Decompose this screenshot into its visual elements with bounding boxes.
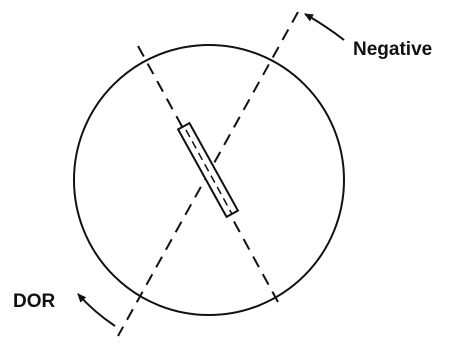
outer-circle bbox=[73, 44, 345, 316]
dor-arrow bbox=[77, 293, 116, 327]
negative-label: Negative bbox=[353, 39, 432, 60]
negative-arrow bbox=[304, 13, 345, 41]
dor-label: DOR bbox=[13, 291, 56, 312]
center-line-through-rectangle bbox=[185, 129, 233, 215]
